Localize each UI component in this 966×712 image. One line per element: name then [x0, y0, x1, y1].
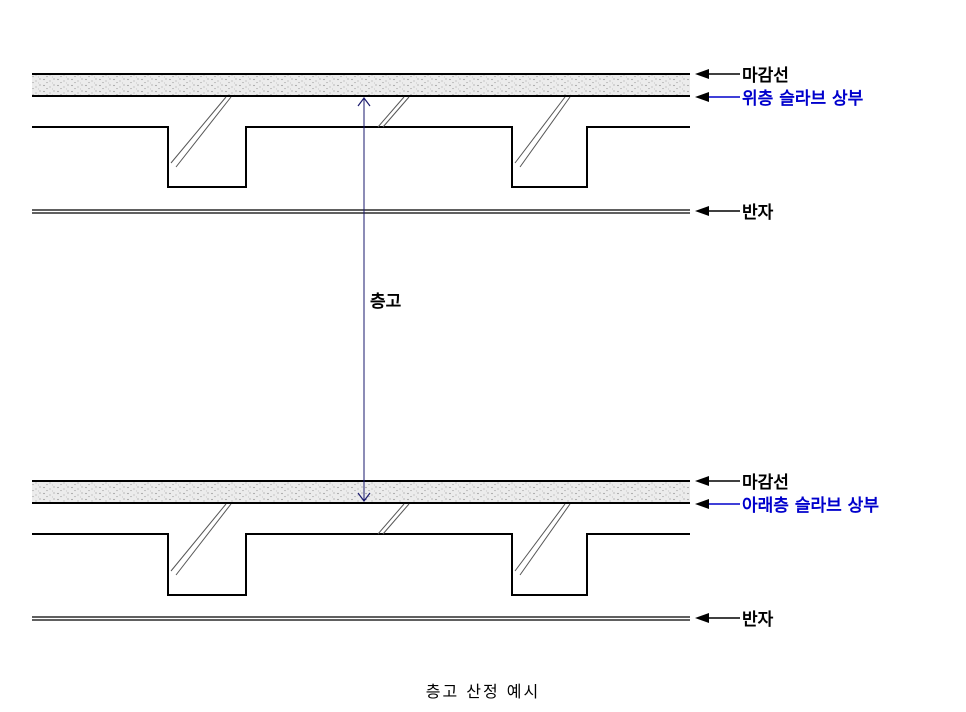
arrow-left-icon [695, 92, 709, 102]
lower-ceiling-label: 반자 [742, 610, 774, 630]
dimension-label: 층고 [370, 292, 402, 312]
arrow-left-icon [695, 499, 709, 509]
lower-finish-label: 마감선 [742, 473, 789, 493]
figure-caption: 층고 산정 예시 [426, 682, 541, 701]
lower-floor-assembly [32, 480, 690, 621]
upper-hatching [170, 96, 571, 168]
lower-slab-bottom-profile [32, 533, 690, 596]
arrow-left-icon [695, 476, 709, 486]
upper-slab-top-label: 위층 슬라브 상부 [742, 89, 864, 109]
arrow-down-icon [357, 492, 371, 502]
lower-finish-leader: 마감선 [695, 473, 789, 493]
lower-ceiling-leader: 반자 [695, 610, 774, 630]
upper-slab-top-leader: 위층 슬라브 상부 [695, 89, 864, 109]
floor-height-dimension: 층고 [357, 97, 402, 502]
arrow-up-icon [357, 97, 371, 107]
upper-slab-bottom-profile [32, 126, 690, 188]
upper-ceiling-label: 반자 [742, 203, 774, 223]
upper-finish-leader: 마감선 [695, 66, 789, 86]
lower-hatching [170, 503, 571, 576]
upper-floor-assembly [32, 73, 690, 214]
lower-slab-top-leader: 아래층 슬라브 상부 [695, 496, 879, 516]
upper-finish-label: 마감선 [742, 66, 789, 86]
lower-finish-screed [32, 481, 690, 503]
upper-finish-screed [32, 74, 690, 96]
arrow-left-icon [695, 206, 709, 216]
upper-ceiling-leader: 반자 [695, 203, 774, 223]
arrow-left-icon [695, 613, 709, 623]
lower-slab-top-label: 아래층 슬라브 상부 [742, 496, 879, 516]
arrow-left-icon [695, 69, 709, 79]
